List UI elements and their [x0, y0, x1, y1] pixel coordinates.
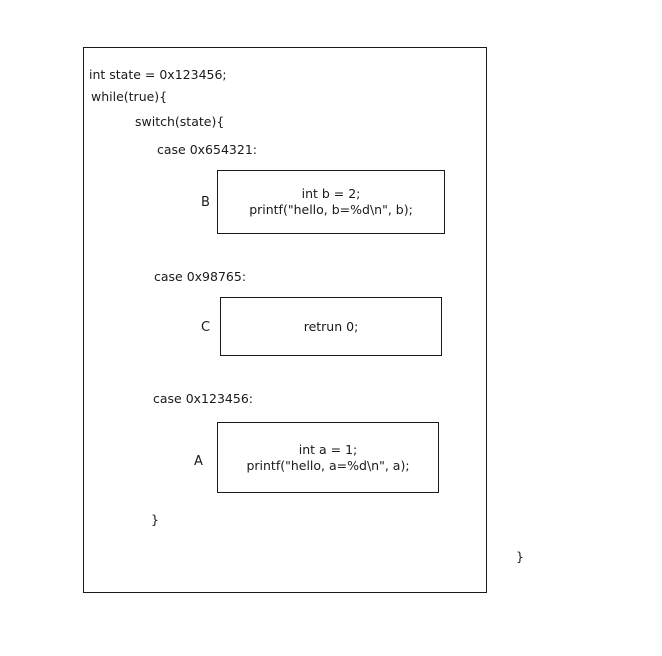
case-label-a: case 0x123456:	[153, 391, 253, 406]
state-declaration: int state = 0x123456;	[89, 67, 227, 82]
switch-statement: switch(state){	[135, 114, 225, 129]
code-block-a: int a = 1; printf("hello, a=%d\n", a);	[217, 422, 439, 493]
code-block-b-line-2: printf("hello, b=%d\n", b);	[249, 202, 413, 217]
code-block-c: retrun 0;	[220, 297, 442, 356]
code-block-c-line-1: retrun 0;	[303, 318, 359, 334]
block-label-c: C	[201, 320, 211, 335]
block-label-a: A	[194, 454, 203, 469]
while-closing-brace: }	[516, 549, 524, 564]
code-block-b-line-1: int b = 2;	[301, 186, 361, 201]
code-block-a-line-1: int a = 1;	[298, 441, 358, 457]
switch-closing-brace: }	[151, 512, 159, 527]
case-label-b: case 0x654321:	[157, 142, 257, 157]
code-block-a-line-2: printf("hello, a=%d\n", a);	[246, 457, 410, 473]
case-label-c: case 0x98765:	[154, 269, 247, 284]
code-block-b: int b = 2; printf("hello, b=%d\n", b);	[217, 170, 445, 234]
outer-frame	[83, 47, 487, 593]
block-label-b: B	[201, 195, 210, 210]
while-statement: while(true){	[91, 89, 168, 104]
